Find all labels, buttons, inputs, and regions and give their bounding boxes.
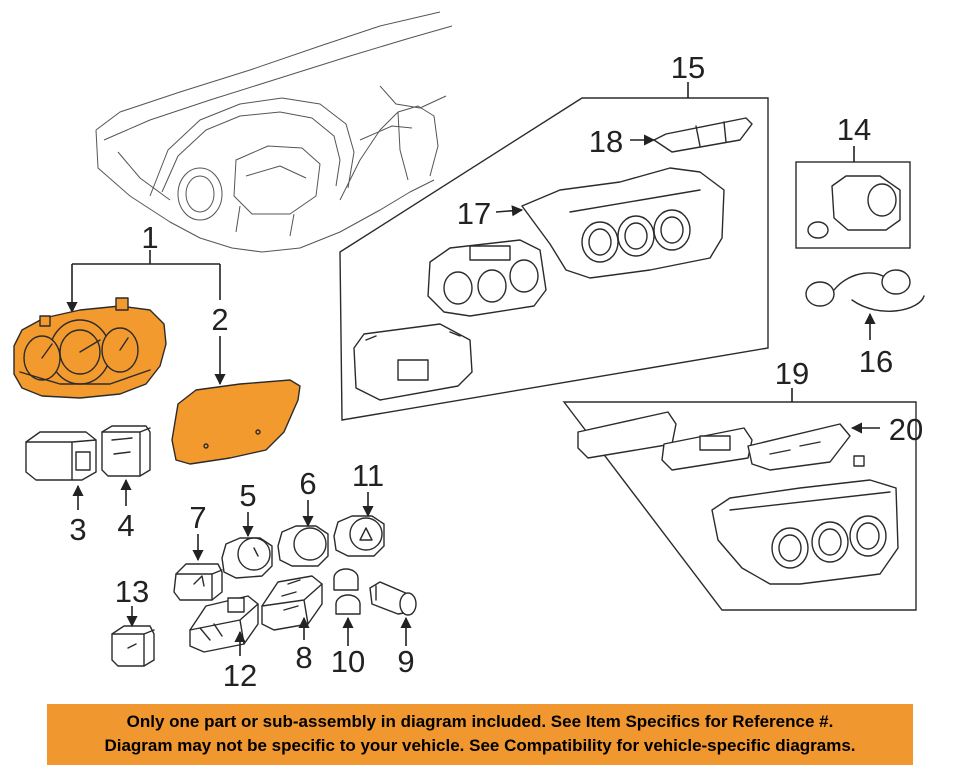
callout-4: 4 [117,508,134,543]
callout-15: 15 [671,50,705,85]
callout-9: 9 [397,644,414,679]
callout-1: 1 [141,220,158,255]
part-17-bezel [521,167,725,279]
part-1-instrument-cluster [13,297,167,399]
part-10-socket [333,568,361,615]
part-9-lighter [369,581,417,616]
callout-11: 11 [352,458,384,493]
part-3-switch [25,431,97,481]
callout-6: 6 [299,466,316,501]
callout-8: 8 [295,640,312,675]
callout-2: 2 [211,302,228,337]
callout-1-bracket [66,250,221,314]
callout-3: 3 [69,512,86,547]
callout-10: 10 [331,644,365,679]
part-7-switch [173,563,223,601]
callout-17-leader [495,205,524,217]
dashboard-outline [95,11,453,253]
callout-13: 13 [115,574,149,609]
disclaimer-line-1: Only one part or sub-assembly in diagram… [126,712,834,731]
part-17-control-unit [427,239,547,317]
part-6-knob [277,525,329,567]
disclaimer-banner: Only one part or sub-assembly in diagram… [47,704,913,765]
callout-5: 5 [239,478,256,513]
callout-16: 16 [859,344,893,379]
callout-17: 17 [457,196,491,231]
callout-20: 20 [889,412,923,447]
part-5-knob [221,537,273,579]
part-2-cluster-lens [171,379,301,465]
callout-12: 12 [223,658,257,693]
part-20-panel [747,423,851,471]
part-13-switch [111,625,155,667]
callout-19: 19 [775,356,809,391]
part-11-hazard-switch [333,515,385,557]
part-18-trim [653,117,753,153]
part-12-switch [189,595,259,653]
part-16-harness [805,269,925,312]
callout-14: 14 [837,112,871,147]
part-19-parts [577,411,753,471]
part-14-switch [807,175,901,239]
callout-18: 18 [589,124,623,159]
callout-7: 7 [189,500,206,535]
part-8-switch [261,575,323,631]
disclaimer-line-2: Diagram may not be specific to your vehi… [104,736,856,755]
part-17-bracket [353,323,473,401]
part-19-bezel [711,455,899,585]
part-4-switch [101,425,151,477]
callout-numbers: 1 2 3 4 5 6 7 8 9 10 11 12 13 14 15 16 1… [69,50,923,693]
